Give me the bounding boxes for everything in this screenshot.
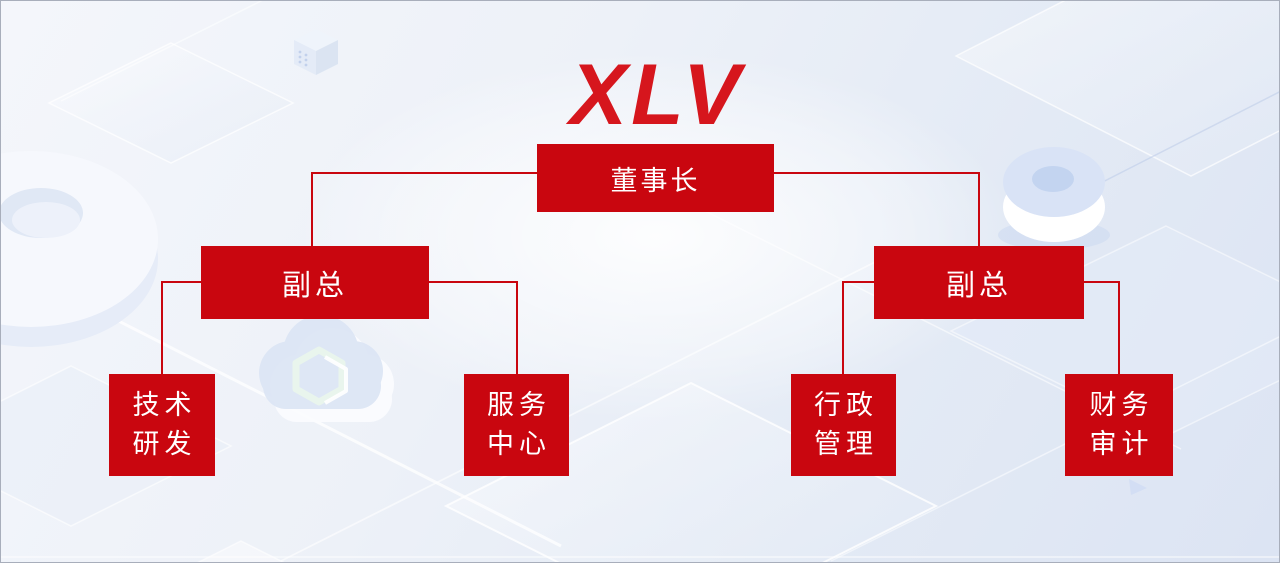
org-node-label: 审计 — [1089, 429, 1154, 459]
connector-line — [1118, 281, 1120, 375]
connector-line — [1083, 281, 1120, 283]
org-node-label: 服务 — [487, 390, 551, 420]
org-node-vp-right: 副总 — [874, 246, 1084, 319]
org-node-vp-left: 副总 — [201, 246, 429, 319]
org-node-chairman: 董事长 — [537, 144, 774, 212]
cloud-icon — [259, 315, 394, 422]
connector-line — [842, 281, 844, 375]
org-node-label: 中心 — [487, 429, 551, 459]
connector-line — [773, 172, 980, 174]
org-node-admin-management: 行政 管理 — [791, 374, 896, 476]
connector-line — [978, 172, 980, 247]
org-node-label: 行政 — [814, 390, 878, 420]
org-node-label: 副总 — [281, 269, 348, 302]
cube-icon — [294, 29, 338, 75]
connector-line — [161, 281, 202, 283]
torus-icon — [1, 151, 158, 347]
org-node-label: 财务 — [1089, 390, 1154, 420]
org-node-tech-rd: 技术 研发 — [109, 374, 215, 476]
org-node-label: 管理 — [814, 429, 878, 459]
hexagon-icon — [292, 346, 348, 406]
center-glow — [296, 51, 1016, 421]
org-node-label: 技术 — [132, 390, 197, 420]
connector-line — [428, 281, 518, 283]
connector-line — [161, 281, 163, 375]
connector-line — [311, 172, 313, 247]
org-node-finance-audit: 财务 审计 — [1065, 374, 1173, 476]
connector-line — [516, 281, 518, 375]
connector-line — [842, 281, 875, 283]
company-logo: XLV — [569, 47, 745, 143]
org-node-label: 董事长 — [610, 165, 701, 196]
connector-line — [311, 172, 538, 174]
org-node-service-center: 服务 中心 — [464, 374, 569, 476]
org-node-label: 副总 — [945, 269, 1012, 302]
arrow-decoration — [1129, 479, 1147, 495]
org-node-label: 研发 — [132, 429, 197, 459]
donut-icon — [998, 147, 1110, 250]
